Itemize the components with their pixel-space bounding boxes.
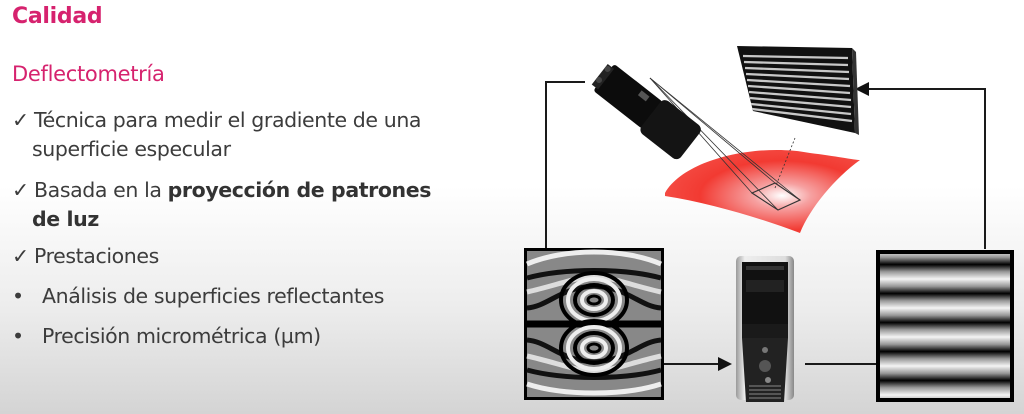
- arrow-head-icon: [718, 357, 732, 371]
- bullet-bold-text: proyección de patrones: [167, 178, 432, 202]
- bullet-dot-icon: •: [12, 324, 24, 348]
- red-surface-icon: [649, 77, 860, 233]
- connector-line: [663, 363, 723, 365]
- bullet-text: Basada en la: [34, 178, 168, 202]
- bullet-item: • Análisis de superficies reflectantes: [12, 282, 384, 311]
- connector-line: [545, 81, 585, 83]
- bullet-text: Precisión micrométrica (µm): [42, 324, 321, 348]
- camera-icon: [591, 63, 701, 160]
- bullet-item: ✓Técnica para medir el gradiente de una …: [12, 106, 421, 164]
- arrow-head-icon: [855, 82, 869, 96]
- slide-subtitle: Deflectometría: [12, 62, 165, 86]
- bullet-text: Análisis de superficies reflectantes: [42, 284, 385, 308]
- bullet-item: ✓Prestaciones: [12, 242, 159, 271]
- slide-title: Calidad: [12, 4, 103, 29]
- checkmark-icon: ✓: [12, 244, 29, 268]
- computer-tower-icon: [736, 256, 794, 402]
- checkmark-icon: ✓: [12, 178, 29, 202]
- bullet-text: Prestaciones: [34, 244, 159, 268]
- bullet-item: • Precisión micrométrica (µm): [12, 322, 321, 351]
- distorted-fringe-pattern-icon: [524, 248, 664, 400]
- bullet-continuation: superficie especular: [32, 137, 231, 161]
- bullet-item: ✓Basada en la proyección de patrones de …: [12, 176, 431, 234]
- connector-line: [805, 363, 877, 365]
- connector-line: [545, 81, 547, 249]
- connector-line: [984, 88, 986, 249]
- bullet-continuation: de luz: [32, 207, 99, 231]
- bullet-text: Técnica para medir el gradiente de una: [34, 108, 422, 132]
- connector-line: [868, 88, 986, 90]
- horizontal-fringe-pattern-icon: [876, 250, 1014, 402]
- striped-screen-icon: [737, 46, 859, 135]
- checkmark-icon: ✓: [12, 108, 29, 132]
- bullet-dot-icon: •: [12, 284, 24, 308]
